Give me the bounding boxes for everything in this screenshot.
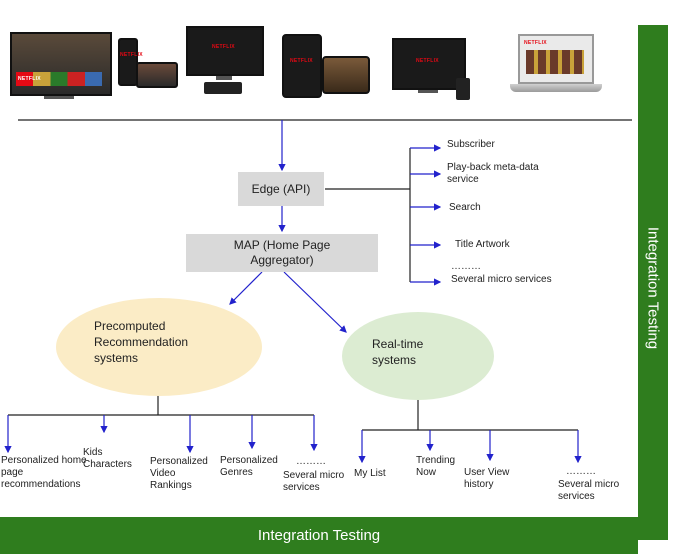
service-playback-metadata: Play-back meta-data service — [447, 162, 539, 185]
netflix-logo: NETFLIX — [212, 44, 235, 50]
phone-and-tablet-image: NETFLIX — [118, 38, 178, 88]
precomputed-recommendation-ellipse: Precomputed Recommendation systems — [56, 298, 262, 396]
smart-tv-image: NETFLIX — [10, 32, 112, 104]
service-search: Search — [449, 202, 481, 213]
service-subscriber: Subscriber — [447, 139, 495, 150]
tablets-image: NETFLIX — [282, 34, 372, 100]
integration-testing-bottom-label: Integration Testing — [257, 527, 381, 544]
realtime-systems-ellipse: Real-time systems — [342, 312, 494, 400]
child-personalized-genres: Personalized Genres — [220, 455, 278, 478]
child-user-view-history: User View history — [464, 467, 510, 490]
netflix-logo: NETFLIX — [18, 76, 41, 82]
child-realtime-ellipsis: ……… — [566, 466, 596, 477]
child-realtime-several-micro: Several micro services — [558, 479, 620, 502]
netflix-logo: NETFLIX — [416, 58, 439, 64]
netflix-logo: NETFLIX — [290, 58, 313, 64]
child-trending-now: Trending Now — [416, 455, 456, 478]
integration-testing-side-band — [638, 25, 668, 540]
arrow-map-to-precomputed — [229, 271, 263, 305]
laptop-image: NETFLIX — [510, 34, 602, 98]
tv-with-console-image: NETFLIX — [186, 26, 264, 100]
precomputed-label: Precomputed Recommendation systems — [94, 319, 189, 365]
child-ellipsis: ……… — [296, 456, 326, 467]
edge-api-label: Edge (API) — [251, 181, 311, 196]
realtime-label: Real-time systems — [372, 337, 424, 367]
child-my-list: My List — [354, 468, 386, 479]
child-kids-characters: Kids Characters — [83, 447, 132, 470]
service-several-micro: Several micro services — [451, 274, 552, 285]
service-title-artwork: Title Artwork — [455, 239, 510, 250]
child-personalized-video-rankings: Personalized Video Rankings — [150, 456, 208, 491]
child-personalized-home-page: Personalized home page recommendations — [1, 455, 87, 490]
tv-with-playstation-image: NETFLIX — [392, 38, 478, 102]
netflix-logo: NETFLIX — [120, 52, 143, 58]
edge-api-box: Edge (API) — [238, 172, 324, 206]
integration-testing-bottom-band: Integration Testing — [0, 517, 638, 554]
map-aggregator-label: MAP (Home Page Aggregator) — [233, 238, 331, 267]
arrow-map-to-realtime — [283, 271, 347, 333]
service-ellipsis: ……… — [451, 261, 481, 272]
child-several-micro-services: Several micro services — [283, 470, 345, 493]
map-aggregator-box: MAP (Home Page Aggregator) — [186, 234, 378, 272]
netflix-logo: NETFLIX — [524, 40, 547, 46]
